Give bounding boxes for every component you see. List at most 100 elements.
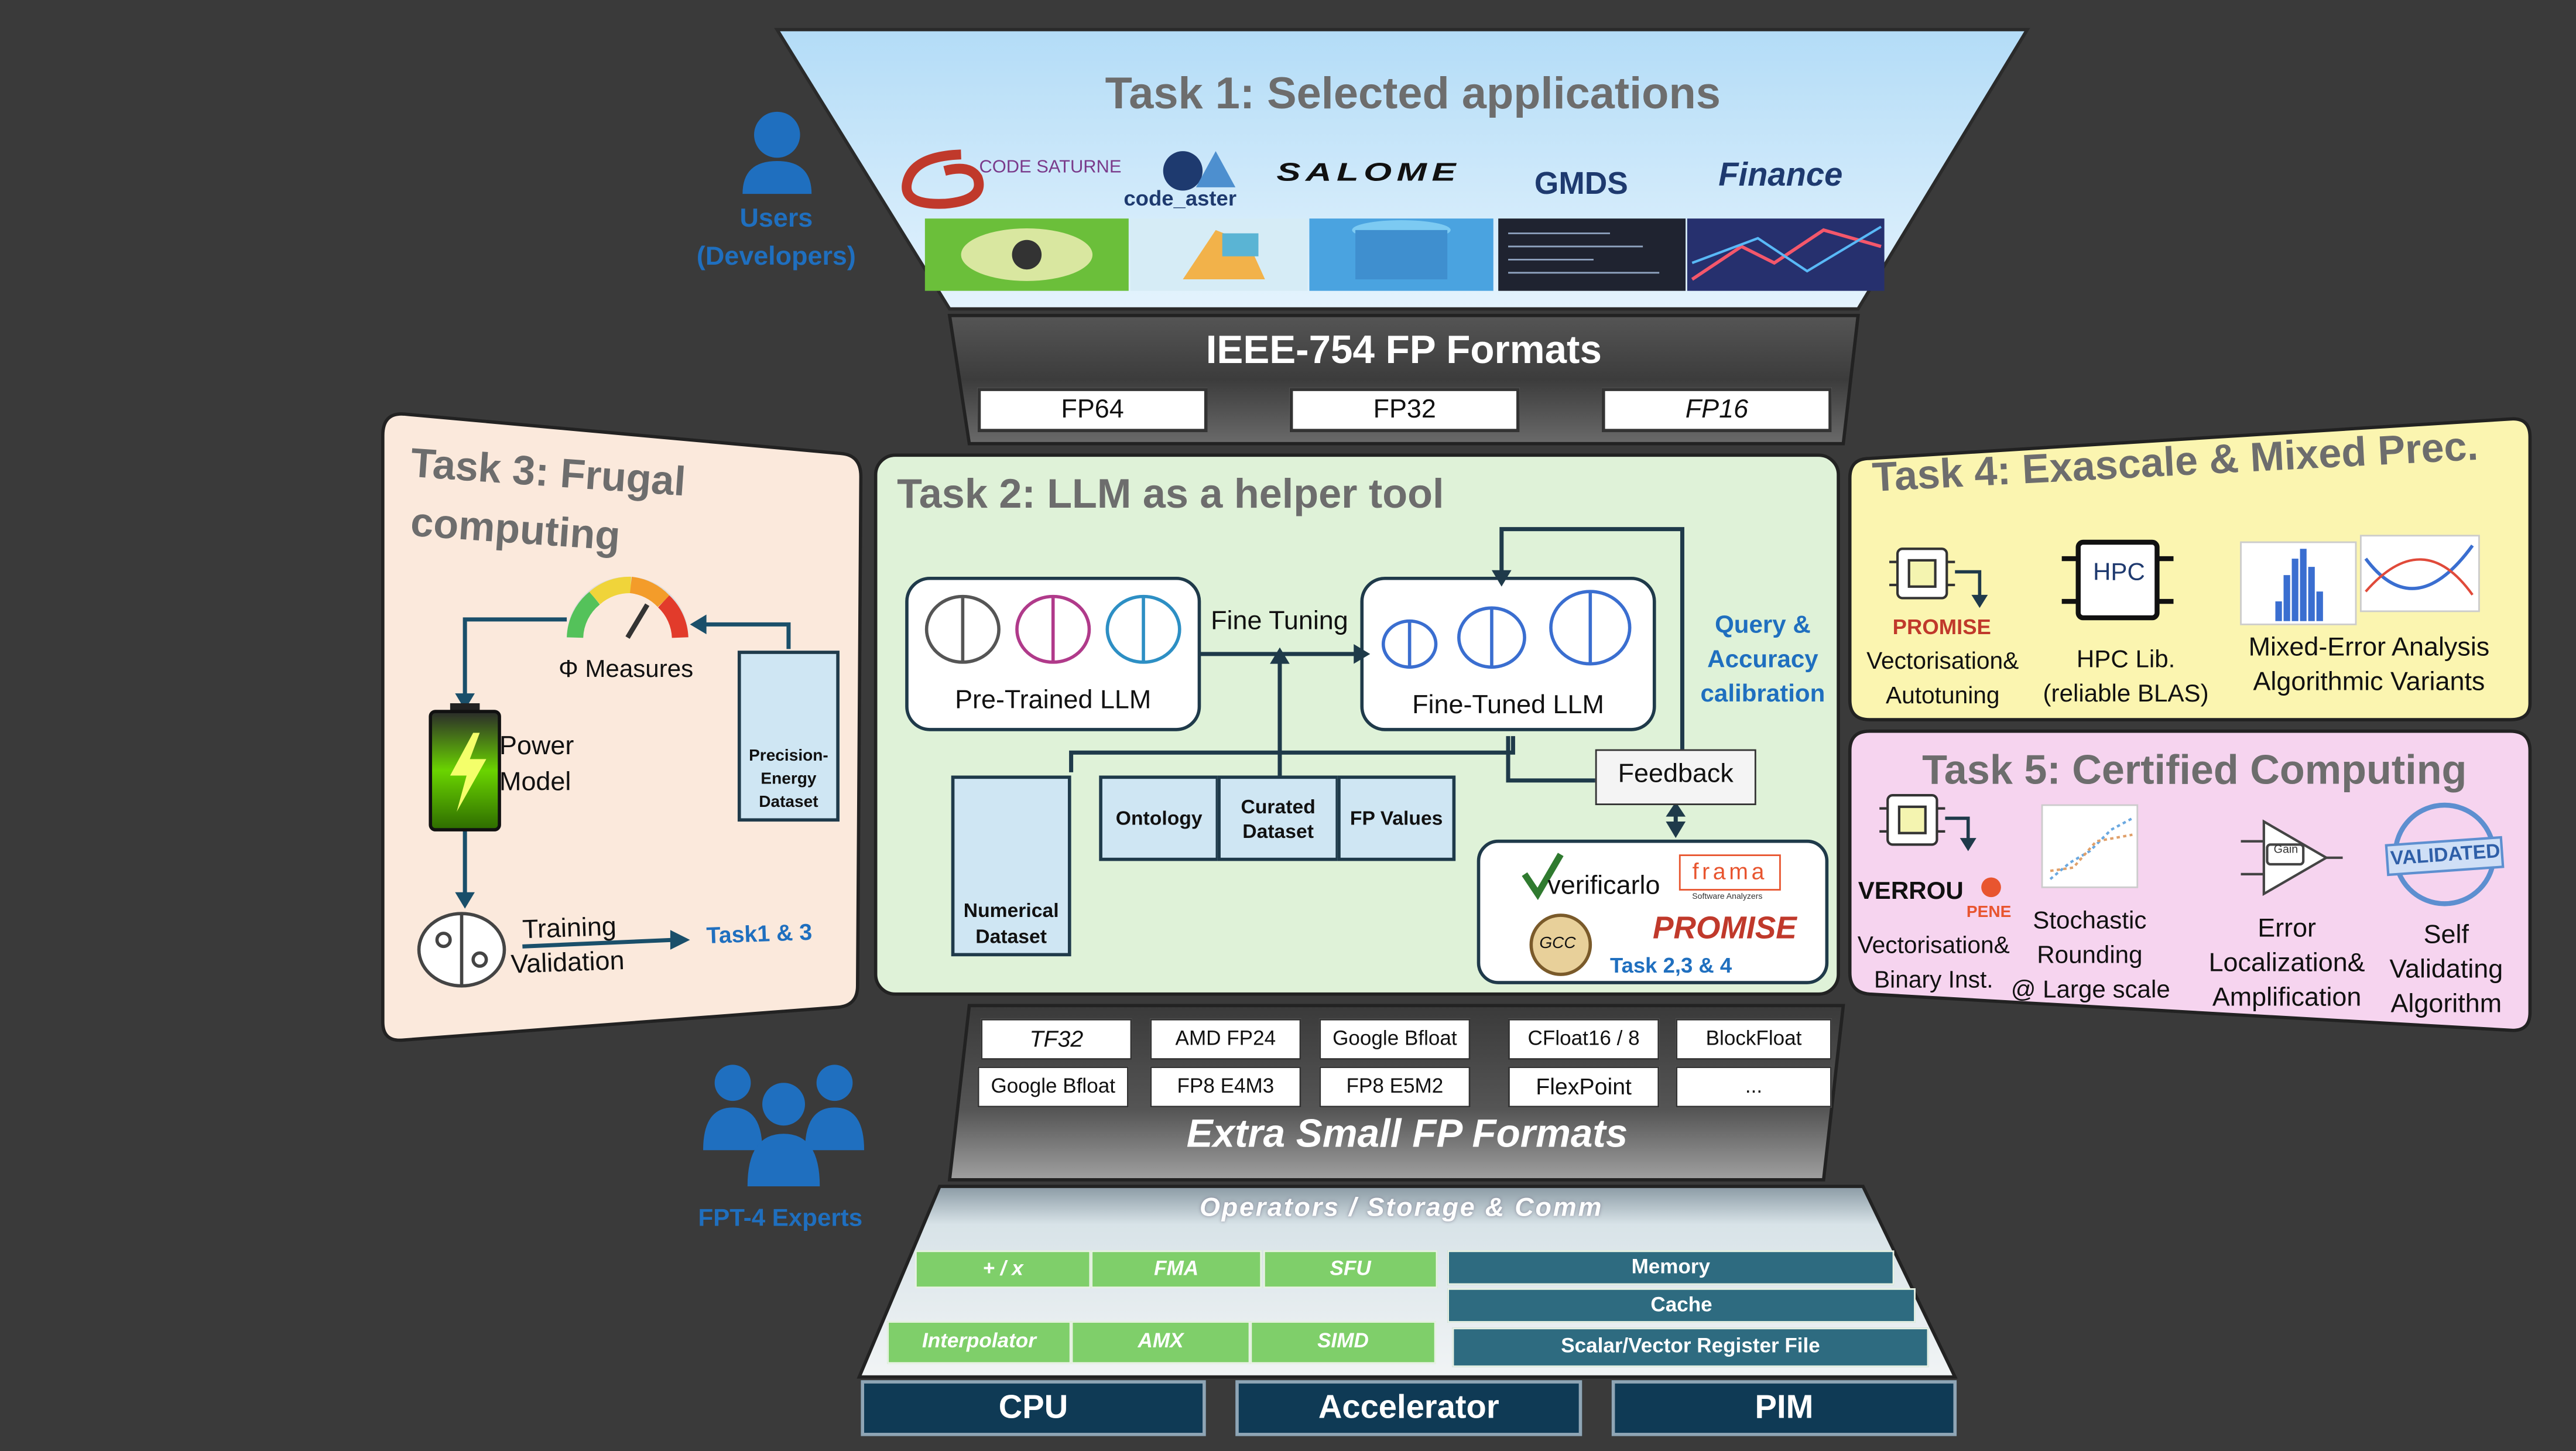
measures-label: Φ Measures	[559, 655, 694, 684]
memory-bar: Memory	[1447, 1250, 1895, 1285]
amd-fp24-box: AMD FP24	[1150, 1018, 1301, 1060]
error-line-2: Localization&	[2208, 949, 2365, 978]
google-bfloat-box-2: Google Bfloat	[977, 1066, 1129, 1108]
cpu-base: CPU	[861, 1380, 1206, 1436]
fp64-box: FP64	[977, 388, 1208, 433]
code-saturne-text: CODE SATURNE	[979, 158, 1122, 178]
task5-panel	[1848, 729, 2532, 1032]
feedback-box: Feedback	[1595, 749, 1756, 805]
users-sublabel: (Developers)	[696, 243, 856, 272]
fma-op: FMA	[1091, 1250, 1262, 1288]
task5-title: Task 5: Certified Computing	[1922, 747, 2467, 794]
hpclib-line-1: HPC Lib.	[2076, 645, 2176, 674]
precision-energy-dataset-box: Precision- Energy Dataset	[737, 651, 840, 822]
numerical-line-2: Dataset	[975, 925, 1047, 949]
pretrained-label: Pre-Trained LLM	[955, 686, 1152, 715]
stoch-line-2: Rounding	[2037, 941, 2143, 970]
salome-text: SALOME	[1276, 158, 1461, 187]
experts-label: FPT-4 Experts	[698, 1204, 863, 1233]
task4-panel	[1848, 417, 2532, 721]
fine-tuning-label: Fine Tuning	[1211, 608, 1348, 636]
verrou-logo: VERROU	[1858, 877, 1964, 906]
pim-base: PIM	[1611, 1380, 1957, 1436]
cache-bar: Cache	[1447, 1288, 1916, 1323]
finetuned-label: Fine-Tuned LLM	[1412, 692, 1604, 720]
vect4-line-2: Autotuning	[1885, 683, 2000, 710]
hpc-chip-text: HPC	[2092, 559, 2145, 587]
sfu-op: SFU	[1263, 1250, 1438, 1288]
numerical-line-1: Numerical	[963, 898, 1059, 922]
stoch-line-3: @ Large scale	[2010, 976, 2170, 1004]
promise-logo-task4: PROMISE	[1892, 614, 1991, 639]
users-label: Users	[739, 205, 813, 234]
ontology-box: Ontology	[1099, 775, 1220, 861]
code-aster-text: code_aster	[1123, 186, 1237, 211]
verificarlo-text: verificarlo	[1547, 872, 1660, 901]
flexpoint-box: FlexPoint	[1508, 1066, 1660, 1108]
interpolator-op: Interpolator	[887, 1321, 1071, 1364]
google-bfloat-box-1: Google Bfloat	[1319, 1018, 1471, 1060]
mixed-error-label: Mixed-Error Analysis Algorithmic Variant…	[2224, 631, 2513, 700]
mixed-line-1: Mixed-Error Analysis	[2248, 634, 2490, 662]
curated-line-1: Curated	[1241, 795, 1316, 819]
simd-op: SIMD	[1250, 1321, 1436, 1364]
vectorisation-binary-label: Vectorisation& Binary Inst.	[1851, 930, 2016, 999]
histogram-chart-icon	[2240, 541, 2357, 625]
amplifier-icon	[2241, 819, 2343, 896]
fp8-e4m3-box: FP8 E4M3	[1150, 1066, 1301, 1108]
brain-icon-task3	[417, 912, 506, 988]
stoch-line-1: Stochastic	[2033, 906, 2147, 935]
chip-icon-task4	[1889, 547, 1955, 600]
curated-line-2: Dataset	[1242, 820, 1314, 843]
validated-stamp-icon	[2385, 802, 2505, 906]
task3-flow	[463, 617, 791, 949]
frama-subtitle: Software Analyzers	[1692, 892, 1763, 902]
curated-dataset-box: Curated Dataset	[1217, 775, 1339, 861]
tf32-box: TF32	[981, 1018, 1132, 1060]
gcc-text: GCC	[1539, 935, 1576, 953]
thumb-code	[1498, 218, 1686, 291]
battery-icon	[429, 703, 501, 831]
fp8-e5m2-box: FP8 E5M2	[1319, 1066, 1471, 1108]
mul-add-op: + / x	[915, 1250, 1091, 1288]
pene-dot-icon	[1981, 877, 2001, 898]
amx-op: AMX	[1071, 1321, 1251, 1364]
code-saturne-logo	[902, 149, 984, 209]
fp-values-box: FP Values	[1337, 775, 1456, 861]
numerical-dataset-box: Numerical Dataset	[951, 775, 1071, 957]
task1-title: Task 1: Selected applications	[1105, 69, 1721, 119]
more-formats-box: ...	[1676, 1066, 1832, 1108]
accelerator-base: Accelerator	[1235, 1380, 1582, 1436]
hpc-chip-icon	[2061, 539, 2174, 621]
chip-icon-task5	[1879, 794, 1945, 846]
vect5-line-1: Vectorisation&	[1857, 933, 2010, 960]
experts-icon	[703, 1065, 865, 1187]
dataset-line-2: Energy	[761, 771, 817, 789]
self-validating-label: Self Validating Algorithm	[2376, 919, 2517, 1022]
stochastic-label: Stochastic Rounding @ Large scale	[2010, 904, 2170, 1007]
power-label: Power	[499, 733, 574, 761]
vect5-line-2: Binary Inst.	[1874, 967, 1993, 994]
ieee-title: IEEE-754 FP Formats	[1205, 328, 1602, 373]
finance-text: Finance	[1718, 158, 1843, 194]
user-icon	[742, 111, 812, 194]
gauge-icon	[567, 576, 688, 639]
dataset-line-3: Dataset	[759, 793, 818, 812]
promise-logo-task2: PROMISE	[1652, 912, 1797, 947]
frama-logo: frama	[1678, 854, 1781, 891]
dataset-line-1: Precision-	[749, 747, 828, 766]
task13-label: Task1 & 3	[705, 918, 813, 949]
small-title: Extra Small FP Formats	[1186, 1112, 1628, 1157]
verificarlo-check-icon	[1522, 853, 1564, 901]
self-line-3: Algorithm	[2390, 991, 2502, 1019]
vectorisation-autotuning-label: Vectorisation& Autotuning	[1856, 646, 2029, 715]
gmds-text: GMDS	[1534, 167, 1628, 203]
fp32-box: FP32	[1289, 388, 1520, 433]
error-localization-label: Error Localization& Amplification	[2201, 912, 2372, 1015]
validation-label: Validation	[510, 947, 625, 980]
cfloat-box: CFloat16 / 8	[1508, 1018, 1660, 1060]
query-calibration-label: Query & Accuracy calibration	[1692, 608, 1833, 711]
pene-logo: PENE	[1966, 904, 2012, 922]
